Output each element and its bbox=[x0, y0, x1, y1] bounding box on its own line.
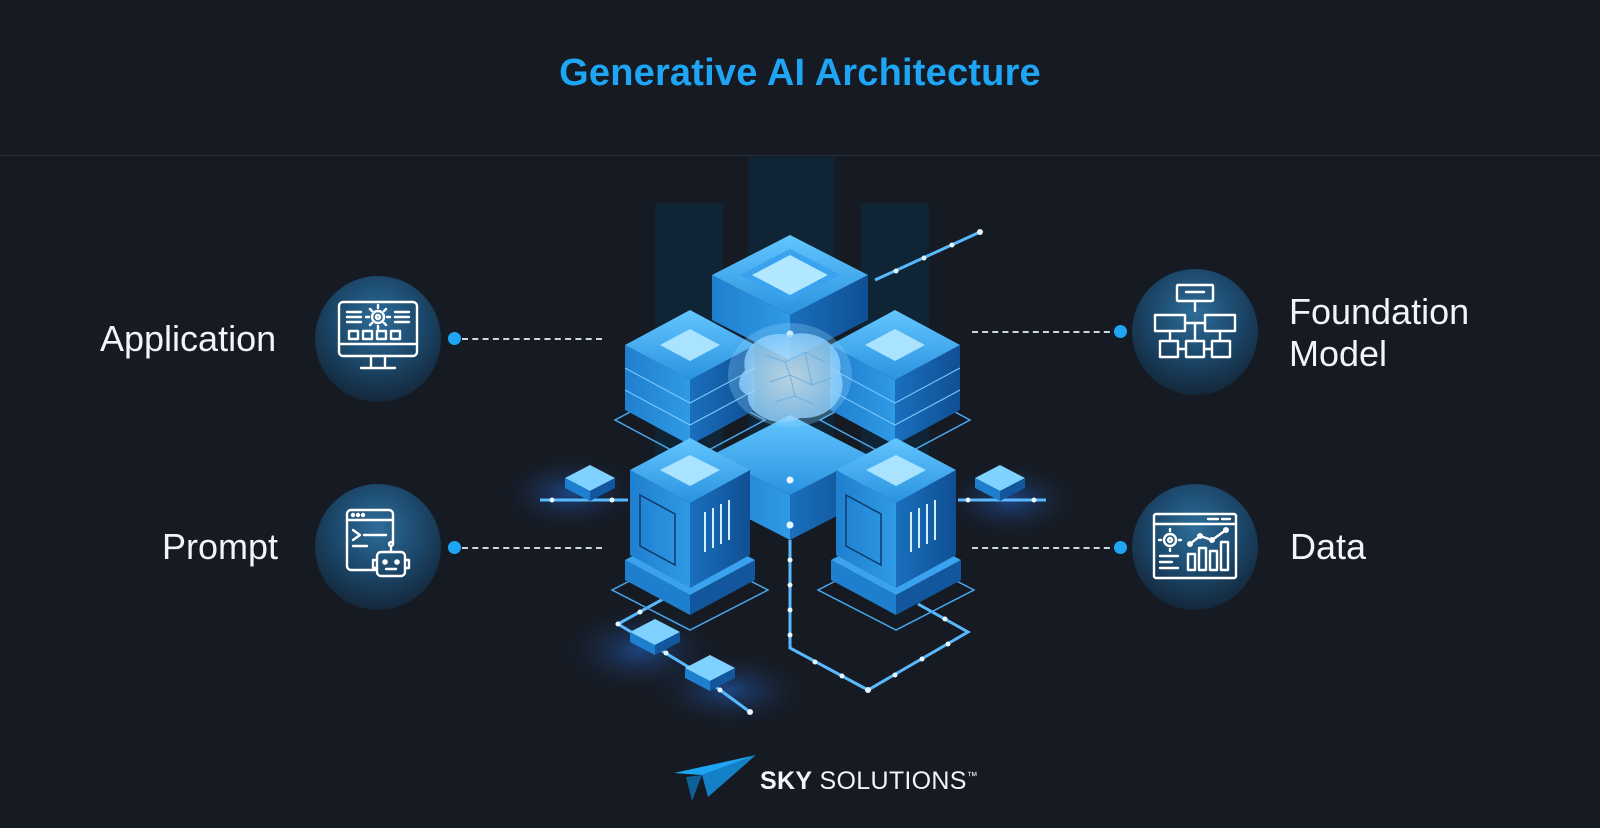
terminal-bot-icon bbox=[345, 508, 411, 578]
analytics-dashboard-icon bbox=[1152, 512, 1238, 580]
server-front-right bbox=[816, 438, 976, 631]
monitor-icon bbox=[337, 300, 419, 370]
chip-right bbox=[975, 465, 1025, 501]
prompt-connector-dot bbox=[448, 541, 461, 554]
foundation-model-node bbox=[1132, 269, 1258, 395]
brand-name: SKY SOLUTIONS™ bbox=[760, 767, 978, 796]
server-stack-back-right bbox=[818, 310, 972, 461]
sky-solutions-logo-icon bbox=[674, 755, 756, 801]
application-connector-line bbox=[462, 338, 602, 340]
foundation-connector-dot bbox=[1114, 325, 1127, 338]
data-connector-line bbox=[972, 547, 1120, 549]
chip-left bbox=[565, 465, 615, 501]
brain-icon bbox=[728, 323, 852, 427]
application-node bbox=[315, 276, 441, 402]
hierarchy-icon bbox=[1153, 283, 1237, 359]
foundation-label-line2: Model bbox=[1289, 333, 1388, 374]
page-title: Generative AI Architecture bbox=[559, 52, 1041, 94]
application-label: Application bbox=[100, 318, 277, 359]
brand-bold: SKY bbox=[760, 767, 813, 795]
data-label: Data bbox=[1290, 526, 1367, 567]
foundation-label-line1: Foundation bbox=[1289, 291, 1470, 332]
chip-bottom-1 bbox=[630, 619, 680, 655]
application-connector-dot bbox=[448, 332, 461, 345]
trademark: ™ bbox=[966, 770, 979, 783]
chip-bottom-2 bbox=[685, 655, 735, 691]
prompt-connector-line bbox=[462, 547, 602, 549]
data-connector-dot bbox=[1114, 541, 1127, 554]
server-stack-back-left bbox=[613, 310, 767, 461]
server-front-left bbox=[610, 438, 770, 631]
foundation-model-label: Foundation Model bbox=[1289, 291, 1469, 375]
brand-rest: SOLUTIONS bbox=[812, 767, 967, 795]
foundation-connector-line bbox=[972, 331, 1120, 333]
server-cluster-illustration bbox=[495, 157, 1085, 730]
prompt-node bbox=[315, 484, 441, 610]
data-node bbox=[1132, 484, 1258, 610]
prompt-label: Prompt bbox=[162, 526, 279, 567]
header-divider bbox=[0, 155, 1600, 156]
